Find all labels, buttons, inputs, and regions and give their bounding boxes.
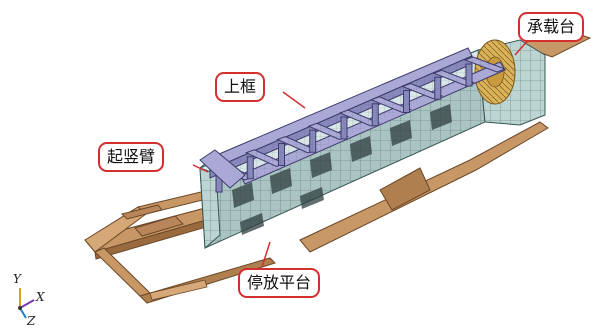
label-upper-frame: 上框 — [215, 72, 266, 102]
leader-parking-platform — [261, 241, 271, 268]
x-axis-line — [19, 299, 35, 309]
axis-label-z: Z — [27, 314, 36, 328]
label-erector-arm: 起竖臂 — [98, 142, 165, 172]
label-parking-platform: 停放平台 — [238, 268, 321, 298]
leader-erector-arm — [192, 164, 209, 173]
upper-frame — [199, 47, 507, 193]
axis-label-y: Y — [13, 272, 21, 286]
axis-triad — [18, 288, 35, 319]
label-carrier-platform: 承载台 — [518, 12, 585, 42]
axis-label-x: X — [36, 290, 45, 304]
leader-upper-frame — [282, 91, 306, 109]
